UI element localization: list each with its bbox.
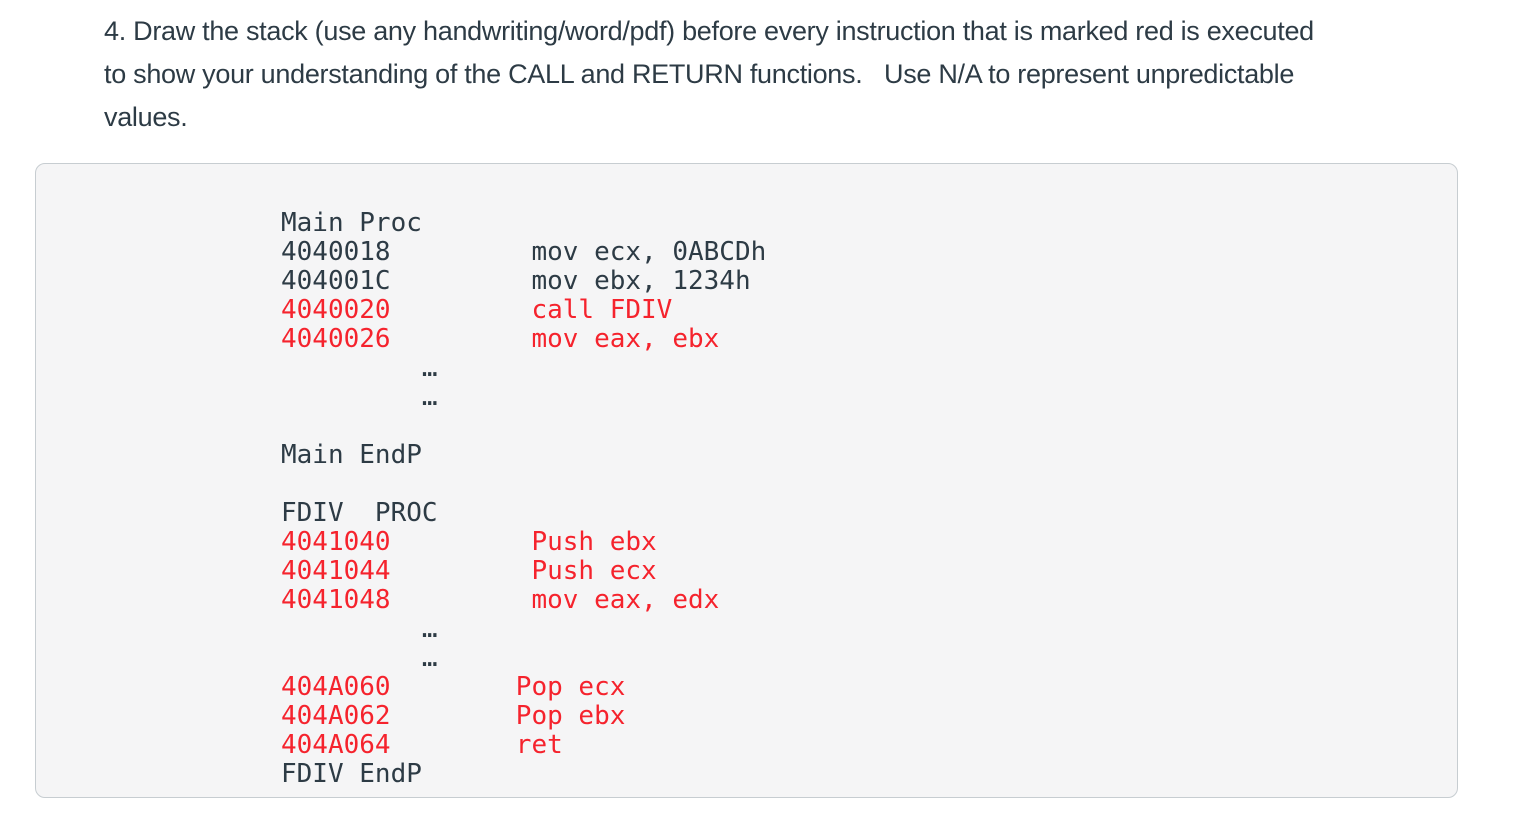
code-line: Main Proc [281, 208, 422, 238]
question-line: values. [104, 102, 188, 132]
code-line: … [281, 614, 438, 644]
question-line: 4. Draw the stack (use any handwriting/w… [104, 16, 1314, 46]
code-line-red: 4040026 mov eax, ebx [281, 324, 720, 354]
code-line-red: 4041048 mov eax, edx [281, 585, 720, 615]
code-line-red: 4041044 Push ecx [281, 556, 657, 586]
code-line: … [281, 382, 438, 412]
code-line-red: 404A064 ret [281, 730, 563, 760]
code-line: 4040018 mov ecx, 0ABCDh [281, 237, 767, 267]
code-line: FDIV PROC [281, 498, 438, 528]
code-line: FDIV EndP [281, 759, 422, 789]
assignment-question-page: 4. Draw the stack (use any handwriting/w… [0, 0, 1514, 798]
question-line: to show your understanding of the CALL a… [104, 59, 1295, 89]
code-line: Main EndP [281, 440, 422, 470]
code-line: … [281, 353, 438, 383]
code-line: 404001C mov ebx, 1234h [281, 266, 751, 296]
question-text: 4. Draw the stack (use any handwriting/w… [0, 0, 1514, 139]
code-line-red: 4041040 Push ebx [281, 527, 657, 557]
code-line-red: 404A062 Pop ebx [281, 701, 626, 731]
code-line-red: 404A060 Pop ecx [281, 672, 626, 702]
code-line [281, 412, 1437, 441]
code-line: … [281, 643, 438, 673]
code-line-red: 4040020 call FDIV [281, 295, 673, 325]
code-line [281, 470, 1437, 499]
